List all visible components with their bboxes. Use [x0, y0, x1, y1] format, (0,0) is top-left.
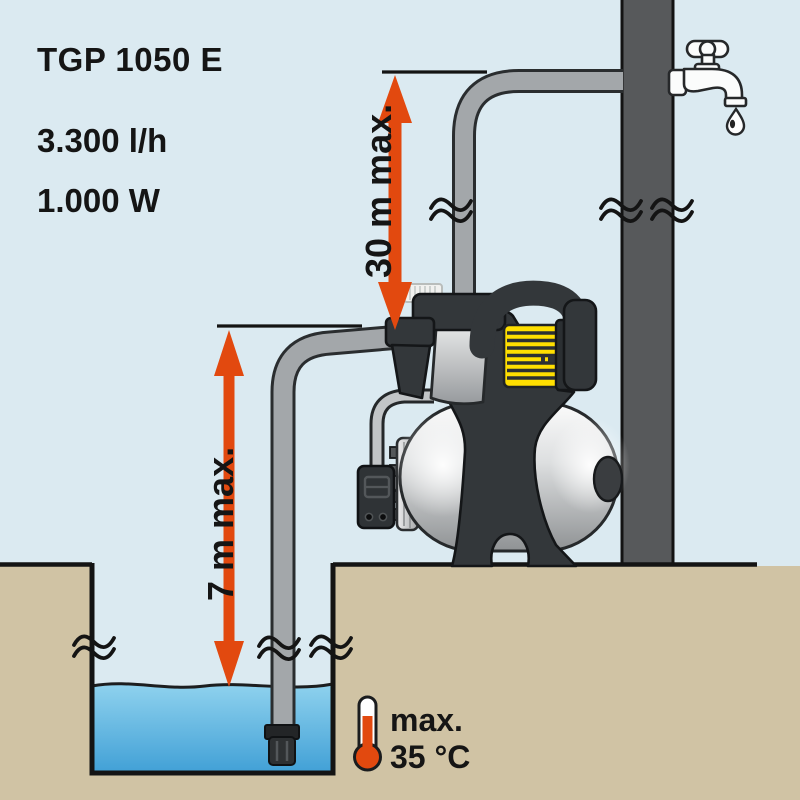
pressure-switch [356, 464, 396, 530]
product-power: 1.000 W [37, 182, 161, 219]
max-temperature-prefix: max. [390, 702, 463, 738]
delivery-height-label: 30 m max. [358, 104, 399, 278]
tap-icon [667, 39, 748, 108]
pump-illustration [356, 280, 630, 568]
suction-pipe [270, 324, 402, 742]
water-drop-icon [725, 106, 746, 136]
suction-depth-label: 7 m max. [200, 447, 241, 601]
tap-body [682, 67, 744, 101]
thermometer-icon [353, 695, 382, 772]
foot-valve [264, 724, 300, 766]
suction-depth-arrow [214, 330, 244, 687]
product-flow-rate: 3.300 l/h [37, 122, 167, 159]
pump-inlet-taper [390, 343, 432, 400]
tap-spout-collar [723, 96, 748, 108]
delivery-height-arrow [378, 75, 412, 330]
pressure-hose [369, 388, 434, 468]
tank-side-port [592, 455, 624, 503]
product-model: TGP 1050 E [37, 41, 223, 78]
pit-walls [89, 563, 336, 776]
handle-rear-support [562, 298, 598, 392]
max-temperature-value: 35 °C [390, 739, 470, 775]
wall-pillar [620, 0, 675, 570]
discharge-pipe [452, 69, 623, 302]
pump-motor [502, 318, 574, 392]
